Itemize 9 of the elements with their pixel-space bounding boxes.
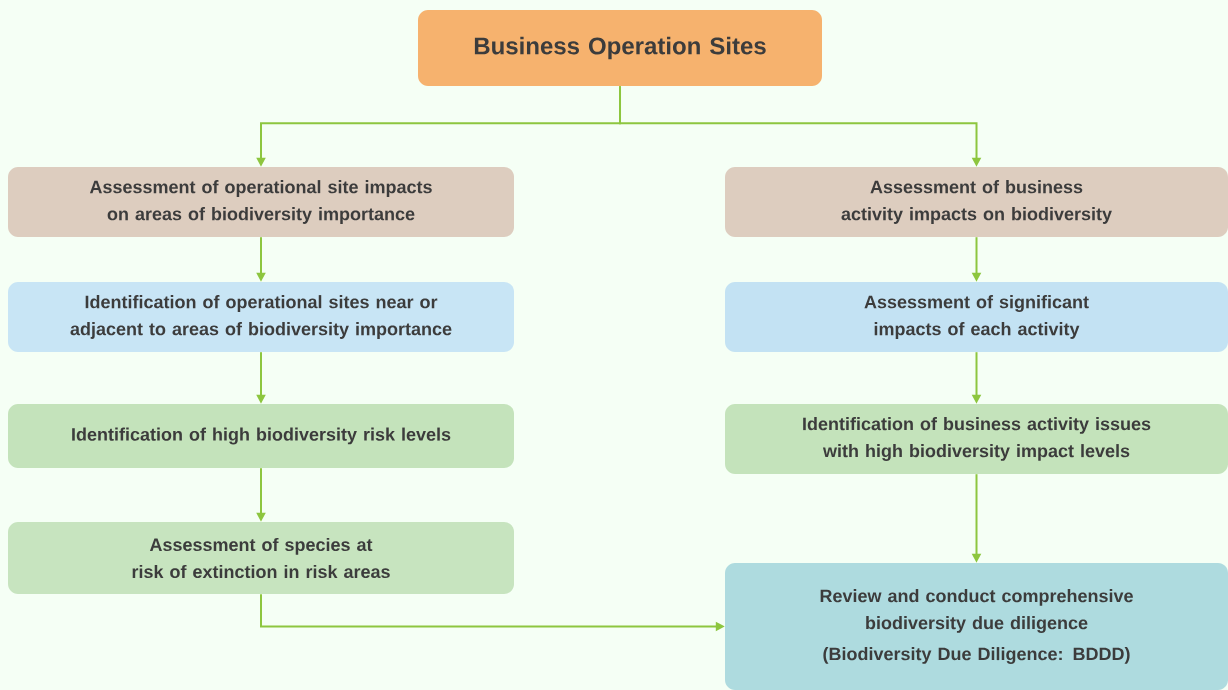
process-box: Identification of business activity issues with high biodiversity impact levels [725, 404, 1228, 474]
process-box: Review and conduct comprehensive biodiversity due diligence (Biodiversity Due Diligence: BDDD) [725, 563, 1228, 690]
process-box: Identification of high biodiversity risk levels [8, 404, 514, 468]
process-box: Assessment of species at risk of extinction in risk areas [8, 522, 514, 594]
title-box: Business Operation Sites [418, 10, 822, 86]
process-box: Assessment of operational site impacts on areas of biodiversity importance [8, 167, 514, 237]
process-box: Assessment of business activity impacts on biodiversity [725, 167, 1228, 237]
process-box: Identification of operational sites near or adjacent to areas of biodiversity importance [8, 282, 514, 352]
process-box: Assessment of significant impacts of each activity [725, 282, 1228, 352]
